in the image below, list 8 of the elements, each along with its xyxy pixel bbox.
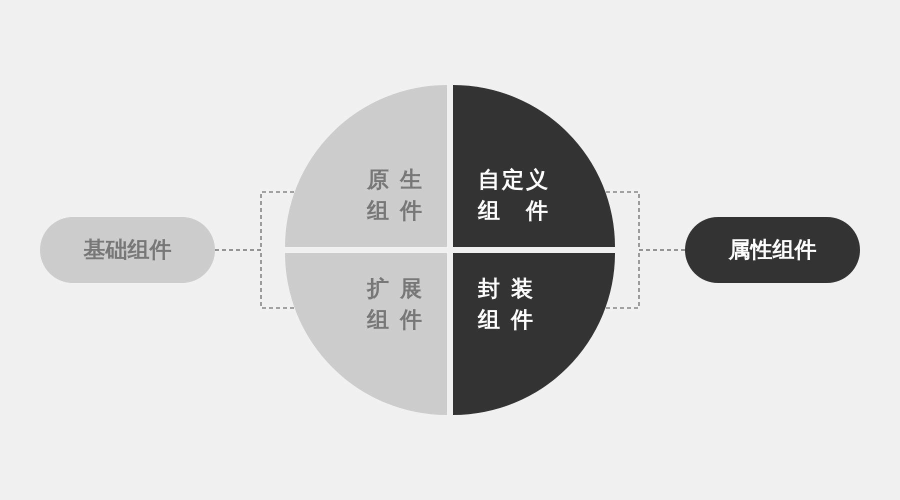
segment-label: 自定义组件 [478,166,548,226]
segment-label: 封装组件 [478,276,533,335]
connector-line [605,249,685,309]
segment-label: 扩展组件 [367,276,422,335]
segment-label: 原生组件 [367,167,422,226]
category-pill: 属性组件 [685,217,860,283]
category-pill: 基础组件 [40,217,215,283]
connector-line [215,249,295,309]
